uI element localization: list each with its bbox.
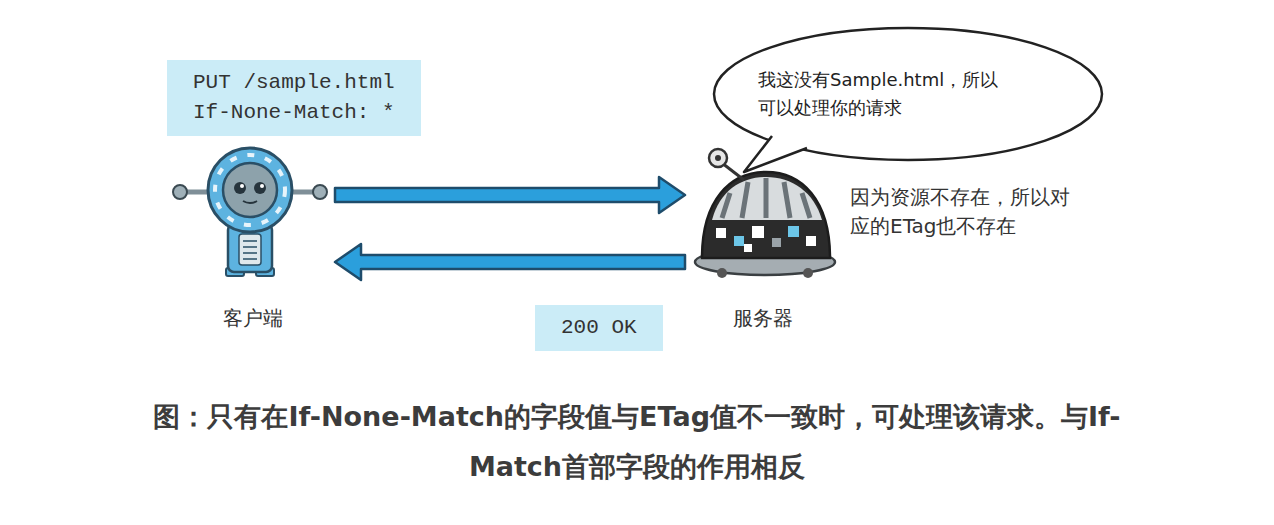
- http-message-line: PUT /sample.html: [193, 68, 395, 98]
- eye-highlight: [260, 184, 264, 188]
- caption-band: 图：只有在If-None-Match的字段值与ETag值不一致时，可处理该请求。…: [0, 392, 1274, 492]
- client-node: 客户端: [170, 150, 335, 332]
- screen-pixel: [744, 244, 752, 252]
- robot-eye: [254, 182, 266, 194]
- robot-wheel: [717, 268, 727, 278]
- eye-highlight: [240, 184, 244, 188]
- robot-hand: [173, 185, 187, 199]
- message-arrow: [335, 244, 685, 280]
- http-message-line: 200 OK: [561, 313, 637, 343]
- response-box: 200 OK: [535, 305, 663, 351]
- robot-face: [223, 163, 277, 217]
- robot-hand: [313, 185, 327, 199]
- robot-mouth: [243, 201, 257, 203]
- http-message-line: If-None-Match: *: [193, 98, 395, 128]
- message-arrow: [335, 177, 685, 213]
- server-robot-figure: [695, 149, 835, 278]
- bubble-outline: [712, 26, 1104, 162]
- robot-antenna: [722, 163, 744, 180]
- client-robot-figure: [173, 148, 327, 276]
- speech-text: 我这没有Sample.html，所以 可以处理你的请求: [758, 66, 1058, 122]
- screen-pixel: [772, 238, 781, 247]
- ring-stripes: [215, 155, 285, 225]
- figure-caption: 图：只有在If-None-Match的字段值与ETag值不一致时，可处理该请求。…: [117, 392, 1157, 492]
- screen-pixel: [788, 226, 799, 237]
- screen-pixel: [734, 236, 744, 246]
- note-label: 因为资源不存在，所以对 应的ETag也不存在: [850, 183, 1120, 241]
- actor-label: 客户端: [223, 304, 283, 332]
- robot-grille: [239, 234, 261, 265]
- dome-stripes: [722, 178, 810, 218]
- bubble-tail: [744, 136, 807, 172]
- screen-pixel: [752, 226, 764, 238]
- antenna-dot: [715, 155, 721, 161]
- robot-dome: [702, 172, 830, 258]
- robot-wheel: [803, 268, 813, 278]
- screen-pixel: [806, 236, 816, 246]
- grille-lines: [243, 241, 257, 259]
- speech-bubble: 我这没有Sample.html，所以 可以处理你的请求: [712, 26, 1104, 162]
- actor-label: 服务器: [733, 304, 793, 332]
- antenna-ball: [709, 149, 727, 167]
- request-box: PUT /sample.htmlIf-None-Match: *: [167, 60, 421, 136]
- robot-eye: [234, 182, 246, 194]
- screen-pixel: [716, 228, 726, 238]
- robot-head-ring: [208, 148, 292, 232]
- server-node: 服务器: [685, 150, 840, 332]
- dome-top: [712, 177, 822, 220]
